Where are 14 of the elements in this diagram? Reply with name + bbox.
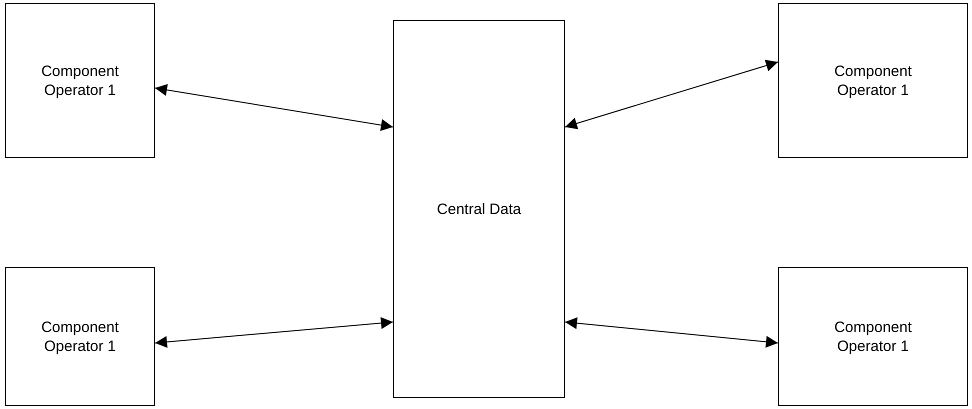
component-box xyxy=(5,267,155,406)
data-box xyxy=(393,20,565,398)
component-box xyxy=(778,267,968,406)
box-label: Component Operator 1 xyxy=(40,62,120,100)
box-label: Component Operator 1 xyxy=(40,318,120,356)
box-label: Central Data xyxy=(436,200,522,218)
component-box xyxy=(5,3,155,158)
double-arrow xyxy=(564,60,778,130)
double-arrow xyxy=(564,317,778,348)
double-arrow xyxy=(154,317,394,348)
double-arrow xyxy=(154,84,394,131)
box-label: Component Operator 1 xyxy=(833,62,913,100)
box-label: Component Operator 1 xyxy=(833,318,913,356)
component-box xyxy=(778,3,968,158)
